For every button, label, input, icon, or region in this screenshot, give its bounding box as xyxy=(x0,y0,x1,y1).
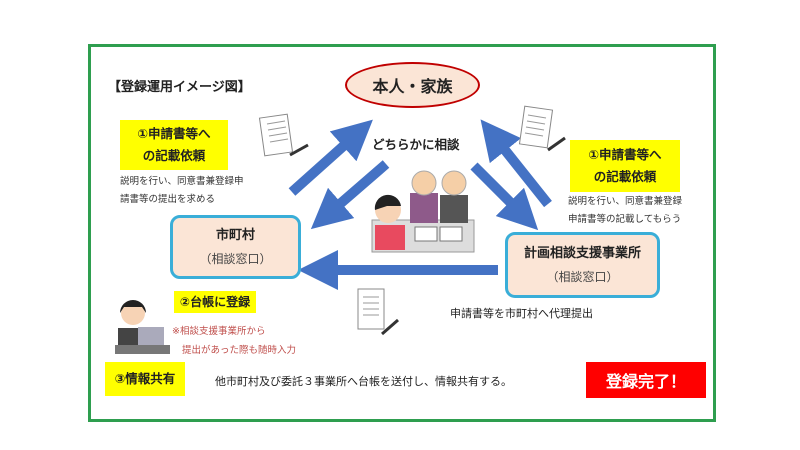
arrow-office-to-family xyxy=(480,119,552,208)
right-request-line1: ①申請書等へ xyxy=(588,147,662,162)
left-request-line2: の記載依頼 xyxy=(142,148,206,163)
arrow-municipality-to-family xyxy=(288,119,373,196)
proxy-submit-text: 申請書等を市町村へ代理提出 xyxy=(450,307,593,320)
left-request-desc: 説明を行い、同意書兼登録申 請書等の提出を求める xyxy=(120,173,244,209)
municipality-sub: （相談窓口） xyxy=(199,252,272,266)
share-text: 他市町村及び委託３事業所へ台帳を送付し、情報共有する。 xyxy=(215,375,512,388)
left-request-line1: ①申請書等へ xyxy=(137,126,211,141)
arrow-family-to-municipality xyxy=(310,160,390,230)
consult-either-label: どちらかに相談 xyxy=(372,137,460,152)
municipality-node: 市町村 （相談窓口） xyxy=(170,215,301,279)
diagram-title: 【登録運用イメージ図】 xyxy=(108,80,251,95)
right-request-label: ①申請書等へ の記載依頼 xyxy=(570,140,680,192)
right-request-line2: の記載依頼 xyxy=(593,169,657,184)
person-family-node: 本人・家族 xyxy=(345,62,480,108)
office-name: 計画相談支援事業所 xyxy=(523,246,641,261)
right-request-desc: 説明を行い、同意書兼登録 申請書等の記載してもらう xyxy=(568,193,682,229)
staff-at-laptop-illustration xyxy=(115,300,170,354)
office-node: 計画相談支援事業所 （相談窓口） xyxy=(505,232,660,298)
consultation-illustration xyxy=(371,170,475,253)
left-request-label: ①申請書等へ の記載依頼 xyxy=(120,120,228,170)
register-note: ※相談支援事業所から 提出があった際も随時入力 xyxy=(172,322,296,360)
share-label: ③情報共有 xyxy=(105,362,185,396)
right-desc-line2: 申請書等の記載してもらう xyxy=(568,214,682,225)
municipality-name: 市町村 xyxy=(215,228,255,243)
office-sub: （相談窓口） xyxy=(546,270,619,284)
pen-icon xyxy=(289,136,566,336)
left-desc-line2: 請書等の提出を求める xyxy=(120,194,216,205)
register-note-line1: ※相談支援事業所から xyxy=(172,326,266,337)
register-label: ②台帳に登録 xyxy=(174,291,256,313)
registration-complete-badge: 登録完了！ xyxy=(586,362,706,398)
left-desc-line1: 説明を行い、同意書兼登録申 xyxy=(120,176,244,187)
diagram-frame xyxy=(88,44,716,422)
arrow-family-to-office xyxy=(470,162,539,231)
right-desc-line1: 説明を行い、同意書兼登録 xyxy=(568,196,683,207)
register-note-line2: 提出があった際も随時入力 xyxy=(182,345,297,356)
